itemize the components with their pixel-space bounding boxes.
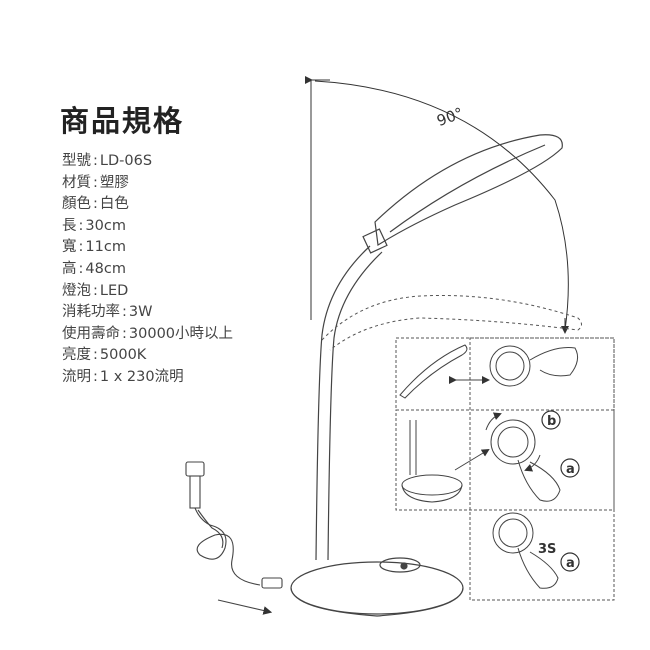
spec-value: 48cm bbox=[85, 260, 126, 277]
spec-list: 型號:LD-06S 材質:塑膠 顏色:白色 長:30cm 寬:11cm 高:48… bbox=[62, 151, 233, 389]
spec-value: 11cm bbox=[85, 239, 126, 256]
lamp-gooseneck bbox=[315, 245, 383, 561]
page-title: 商品規格 bbox=[60, 104, 185, 138]
step-a-badge: a bbox=[560, 552, 580, 572]
panel-head-touch bbox=[399, 344, 579, 399]
lamp-head-lowered bbox=[321, 294, 582, 351]
spec-label: 高 bbox=[62, 260, 77, 277]
spec-value: 塑膠 bbox=[99, 174, 129, 191]
spec-label: 寬 bbox=[62, 239, 77, 256]
step-a-label: a bbox=[566, 556, 575, 571]
angle-label: 90° bbox=[434, 104, 465, 130]
spec-label: 使用壽命 bbox=[62, 325, 120, 342]
spec-label: 型號 bbox=[62, 153, 91, 169]
spec-item-color: 顏色:白色 bbox=[62, 196, 129, 213]
spec-item-bulb: 燈泡:LED bbox=[62, 282, 129, 299]
spec-value: 1 x 230流明 bbox=[99, 368, 184, 385]
spec-label: 亮度 bbox=[62, 347, 91, 364]
spec-label: 材質 bbox=[62, 174, 91, 191]
spec-value: 30000小時以上 bbox=[128, 325, 234, 342]
lamp-base bbox=[290, 557, 464, 617]
panel-long-press bbox=[492, 512, 559, 589]
spec-value: LD-06S bbox=[99, 153, 153, 169]
step-b-label: b bbox=[547, 414, 556, 429]
step-a-label: a bbox=[566, 462, 575, 477]
spec-value: 白色 bbox=[99, 196, 129, 213]
spec-item-length: 長:30cm bbox=[62, 217, 126, 234]
hold-duration-label: 3S bbox=[538, 542, 556, 557]
spec-value: 30cm bbox=[85, 217, 126, 234]
spec-value: 3W bbox=[128, 304, 153, 321]
spec-label: 顏色 bbox=[62, 196, 91, 213]
lamp-head bbox=[362, 134, 563, 254]
step-b-badge: b bbox=[541, 410, 561, 430]
spec-label: 長 bbox=[62, 217, 77, 234]
usb-cable bbox=[185, 461, 283, 615]
spec-item-lifespan: 使用壽命:30000小時以上 bbox=[62, 325, 234, 342]
panel-base-dimmer bbox=[401, 412, 561, 503]
spec-item-brightness: 亮度:5000K bbox=[62, 347, 147, 364]
spec-item-model: 型號:LD-06S bbox=[62, 153, 153, 169]
spec-label: 燈泡 bbox=[62, 282, 91, 299]
spec-label: 消耗功率 bbox=[62, 304, 120, 321]
spec-value: 5000K bbox=[99, 347, 147, 364]
rotation-angle-indicator bbox=[305, 76, 569, 334]
step-a-badge: a bbox=[560, 458, 580, 478]
spec-label: 流明 bbox=[62, 368, 91, 385]
inset-panels bbox=[395, 337, 615, 601]
spec-item-width: 寬:11cm bbox=[62, 239, 126, 256]
spec-item-material: 材質:塑膠 bbox=[62, 174, 129, 191]
spec-item-lumens: 流明:1 x 230流明 bbox=[62, 368, 184, 385]
spec-value: LED bbox=[99, 282, 129, 299]
spec-item-power: 消耗功率:3W bbox=[62, 304, 153, 321]
spec-item-height: 高:48cm bbox=[62, 260, 126, 277]
